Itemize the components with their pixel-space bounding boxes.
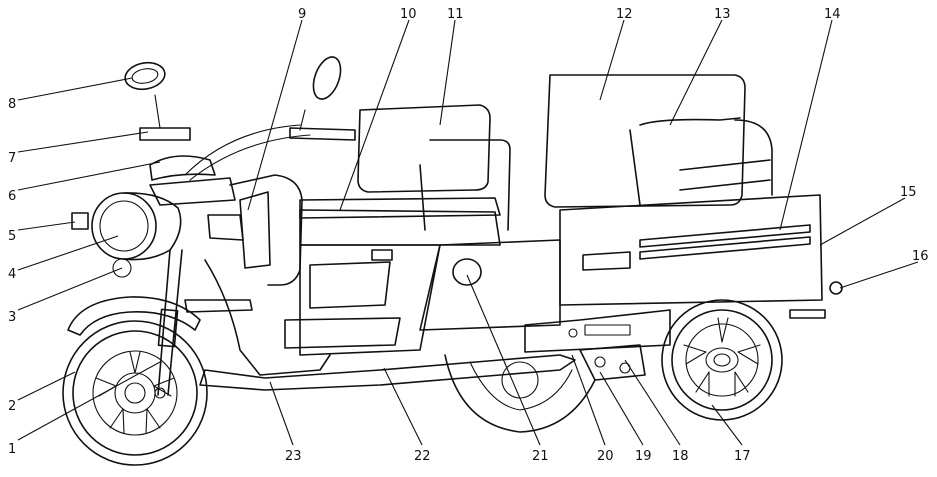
callout-21: 21 xyxy=(532,449,549,464)
callout-numbers: 1 2 3 4 5 6 7 8 9 10 11 12 13 14 15 16 1… xyxy=(8,7,929,464)
callout-8: 8 xyxy=(8,97,16,112)
rear-seat xyxy=(544,74,746,208)
callout-22: 22 xyxy=(414,449,431,464)
rear-wheel xyxy=(661,299,783,421)
front-wheel xyxy=(62,320,208,466)
callout-4: 4 xyxy=(8,267,16,282)
callout-3: 3 xyxy=(8,310,16,325)
callout-19: 19 xyxy=(635,449,652,464)
callout-11: 11 xyxy=(447,7,464,22)
rear-body xyxy=(524,119,843,353)
lower-frame xyxy=(199,354,576,391)
callout-16: 16 xyxy=(912,249,929,264)
callout-17: 17 xyxy=(734,449,751,464)
callout-10: 10 xyxy=(400,7,417,22)
motor-assembly xyxy=(579,344,646,381)
front-body xyxy=(184,174,331,376)
callout-2: 2 xyxy=(8,399,16,414)
handlebar-cluster xyxy=(124,56,356,206)
callout-13: 13 xyxy=(714,7,731,22)
callout-5: 5 xyxy=(8,229,16,244)
front-fender xyxy=(67,296,201,336)
front-seat xyxy=(299,104,511,231)
callout-1: 1 xyxy=(8,442,16,457)
callout-15: 15 xyxy=(900,185,917,200)
callout-20: 20 xyxy=(597,449,614,464)
callout-23: 23 xyxy=(285,449,302,464)
callout-6: 6 xyxy=(8,189,16,204)
callout-7: 7 xyxy=(8,151,16,166)
middle-wheel xyxy=(444,354,596,433)
leader-lines xyxy=(17,19,919,446)
headlight xyxy=(71,192,182,278)
callout-14: 14 xyxy=(824,7,841,22)
center-body xyxy=(284,209,561,356)
callout-12: 12 xyxy=(616,7,633,22)
callout-9: 9 xyxy=(298,7,306,22)
front-fork xyxy=(154,249,183,399)
callout-18: 18 xyxy=(672,449,689,464)
